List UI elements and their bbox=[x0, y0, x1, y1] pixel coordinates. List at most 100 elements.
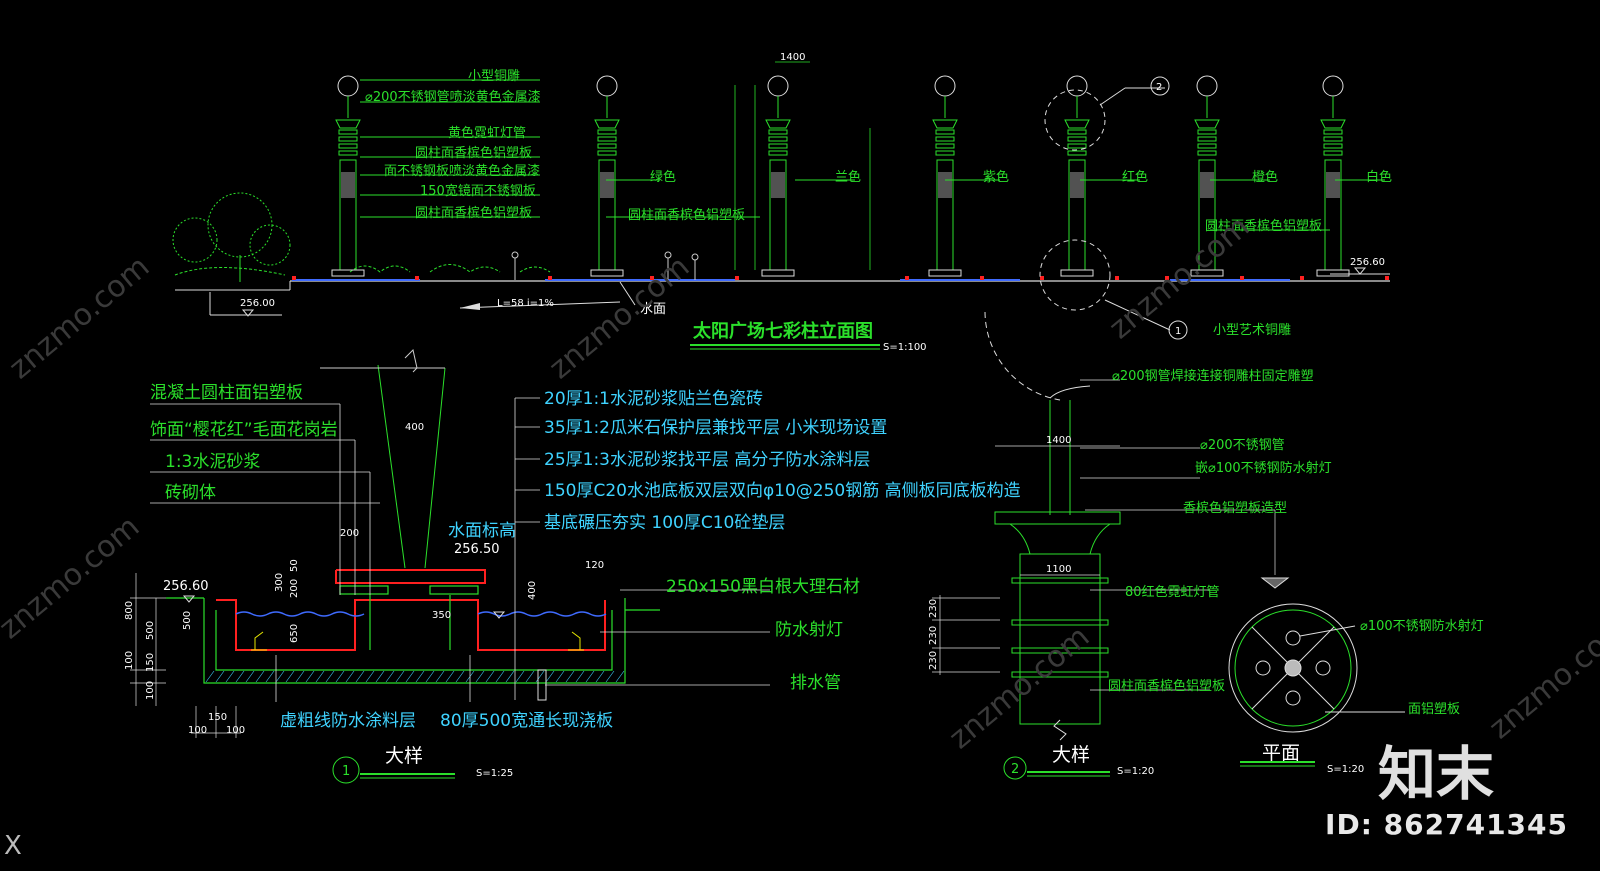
d1-left-0: 混凝土圆柱面铝塑板 bbox=[150, 383, 303, 403]
d1-water-label: 水面标高 bbox=[448, 521, 516, 541]
d1-layer-4: 基底碾压夯实 100厚C10砼垫层 bbox=[544, 513, 785, 533]
d1-dim-300: 300 bbox=[274, 573, 285, 592]
plan-view bbox=[1228, 603, 1405, 767]
image-id: ID: 862741345 bbox=[1325, 808, 1568, 841]
column-5 bbox=[1060, 75, 1094, 277]
elev-left: 256.00 bbox=[240, 298, 275, 309]
d2-pipe: ⌀200不锈钢管 bbox=[1200, 438, 1285, 453]
d2-num: 2 bbox=[1011, 762, 1019, 777]
column-3 bbox=[761, 75, 795, 277]
svg-text:znzmo.com: znzmo.com bbox=[943, 619, 1097, 756]
d1-dim-100b: 100 bbox=[145, 681, 156, 700]
d1-dim-350: 350 bbox=[432, 610, 451, 621]
spotlight-icon bbox=[251, 631, 584, 651]
brand-logo: 知末 bbox=[1378, 738, 1508, 808]
d1-layer-2: 25厚1:3水泥砂浆找平层 高分子防水涂料层 bbox=[544, 450, 870, 470]
color-blue: 兰色 bbox=[835, 169, 861, 185]
plan-spot: ⌀100不锈钢防水射灯 bbox=[1360, 618, 1484, 634]
columns-group bbox=[331, 75, 1350, 277]
d2-shape: 香槟色铝塑板造型 bbox=[1183, 500, 1287, 516]
column-7 bbox=[1316, 75, 1350, 277]
d1-dim-500: 500 bbox=[145, 621, 156, 640]
d1-layer-0: 20厚1:1水泥砂浆贴兰色瓷砖 bbox=[544, 389, 763, 409]
d1-dim-100: 100 bbox=[124, 651, 135, 670]
close-icon[interactable]: X bbox=[4, 831, 22, 861]
detail2-section bbox=[932, 379, 1290, 780]
d1-dim-400b: 400 bbox=[527, 581, 538, 600]
svg-text:znzmo.com: znzmo.com bbox=[0, 509, 146, 646]
column-4 bbox=[928, 75, 962, 277]
d2-weld: ⌀200钢管焊接连接铜雕柱固定雕塑 bbox=[1112, 368, 1314, 384]
column-1 bbox=[331, 75, 365, 277]
detail1-section bbox=[130, 349, 770, 784]
d1-dim-100d: 100 bbox=[226, 725, 245, 736]
plan-scale: S=1:20 bbox=[1327, 764, 1364, 775]
color-white: 白色 bbox=[1366, 169, 1392, 185]
dim-1400: 1400 bbox=[780, 52, 805, 63]
d1-dim-50: 50 bbox=[289, 559, 300, 572]
d1-dim-500b: 500 bbox=[182, 611, 193, 630]
slope-label: L=58 i=1% bbox=[497, 298, 554, 309]
color-purple: 紫色 bbox=[983, 169, 1009, 185]
d1-dim-800: 800 bbox=[124, 601, 135, 620]
d1-dim-120: 120 bbox=[585, 560, 604, 571]
d2-scale: S=1:20 bbox=[1117, 766, 1154, 777]
svg-text:znzmo.com: znzmo.com bbox=[1483, 609, 1600, 746]
plan-board: 面铝塑板 bbox=[1408, 702, 1460, 717]
d1-left-3: 砖砌体 bbox=[165, 483, 216, 503]
d2-title: 大样 bbox=[1052, 744, 1090, 766]
d1-dim-200: 200 bbox=[340, 528, 359, 539]
d1-dim-150b: 150 bbox=[208, 712, 227, 723]
label-neon: 黄色霓虹灯管 bbox=[448, 125, 526, 141]
d1-water-elev: 256.50 bbox=[454, 542, 500, 557]
label-panel2: 圆柱面香槟色铝塑板 bbox=[415, 205, 532, 221]
d1-dim-150: 150 bbox=[145, 653, 156, 672]
d1-layer-3: 150厚C20水池底板双层双向φ10@250钢筋 高侧板同底板构造 bbox=[544, 481, 1021, 501]
color-red: 红色 bbox=[1122, 169, 1148, 185]
label-art: 小型艺术铜雕 bbox=[1213, 323, 1291, 338]
d1-dashed: 虚粗线防水涂料层 bbox=[280, 711, 416, 731]
svg-text:znzmo.com: znzmo.com bbox=[3, 249, 157, 386]
label-sculpture: 小型铜雕 bbox=[468, 69, 520, 84]
callout-2-elev: 2 bbox=[1156, 82, 1162, 93]
d1-left-2: 1:3水泥砂浆 bbox=[165, 452, 260, 472]
elevation-title: 太阳广场七彩柱立面图 bbox=[693, 320, 873, 342]
label-panel4: 圆柱面香槟色铝塑板 bbox=[1205, 218, 1322, 234]
d1-left-1: 饰面“樱花红”毛面花岗岩 bbox=[150, 420, 338, 440]
column-2 bbox=[590, 75, 624, 277]
d2-dim-230a: 230 bbox=[928, 599, 939, 618]
d1-drain: 排水管 bbox=[790, 673, 841, 693]
d1-layer-1: 35厚1:2瓜米石保护层兼找平层 小米现场设置 bbox=[544, 418, 887, 438]
d1-elev: 256.60 bbox=[163, 579, 209, 594]
d2-panel: 圆柱面香槟色铝塑板 bbox=[1108, 678, 1225, 694]
color-orange: 橙色 bbox=[1252, 169, 1278, 185]
d2-dim-230c: 230 bbox=[928, 651, 939, 670]
d1-marble: 250x150黑白根大理石材 bbox=[666, 577, 860, 597]
d2-dim-230b: 230 bbox=[928, 626, 939, 645]
d1-dim-650: 650 bbox=[289, 624, 300, 643]
d1-dim-400: 400 bbox=[405, 422, 424, 433]
elevation-scale: S=1:100 bbox=[883, 342, 927, 353]
water-label: 水面 bbox=[640, 302, 666, 317]
callout-1-elev: 1 bbox=[1175, 326, 1181, 337]
d2-neon: 80红色霓虹灯管 bbox=[1125, 584, 1220, 600]
d1-num: 1 bbox=[342, 764, 350, 779]
d1-title: 大样 bbox=[385, 745, 423, 767]
d1-scale: S=1:25 bbox=[476, 768, 513, 779]
elev-right: 256.60 bbox=[1350, 257, 1385, 268]
d1-dim-100c: 100 bbox=[188, 725, 207, 736]
elevation-view bbox=[172, 61, 1390, 401]
label-pipe: ⌀200不锈钢管喷淡黄色金属漆 bbox=[365, 89, 541, 105]
color-green: 绿色 bbox=[650, 169, 676, 185]
label-panel3: 圆柱面香槟色铝塑板 bbox=[628, 207, 745, 223]
d2-dim-1400: 1400 bbox=[1046, 435, 1071, 446]
tree-icon bbox=[172, 192, 291, 282]
label-panel1: 圆柱面香槟色铝塑板 bbox=[415, 145, 532, 161]
svg-text:知末: 知末 bbox=[1378, 740, 1494, 808]
label-steelpanel: 面不锈钢板喷淡黄色金属漆 bbox=[384, 163, 540, 179]
d2-dim-1100: 1100 bbox=[1046, 564, 1071, 575]
column-6 bbox=[1190, 75, 1224, 277]
d1-light: 防水射灯 bbox=[775, 620, 843, 640]
d1-slab: 80厚500宽通长现浇板 bbox=[440, 711, 613, 731]
